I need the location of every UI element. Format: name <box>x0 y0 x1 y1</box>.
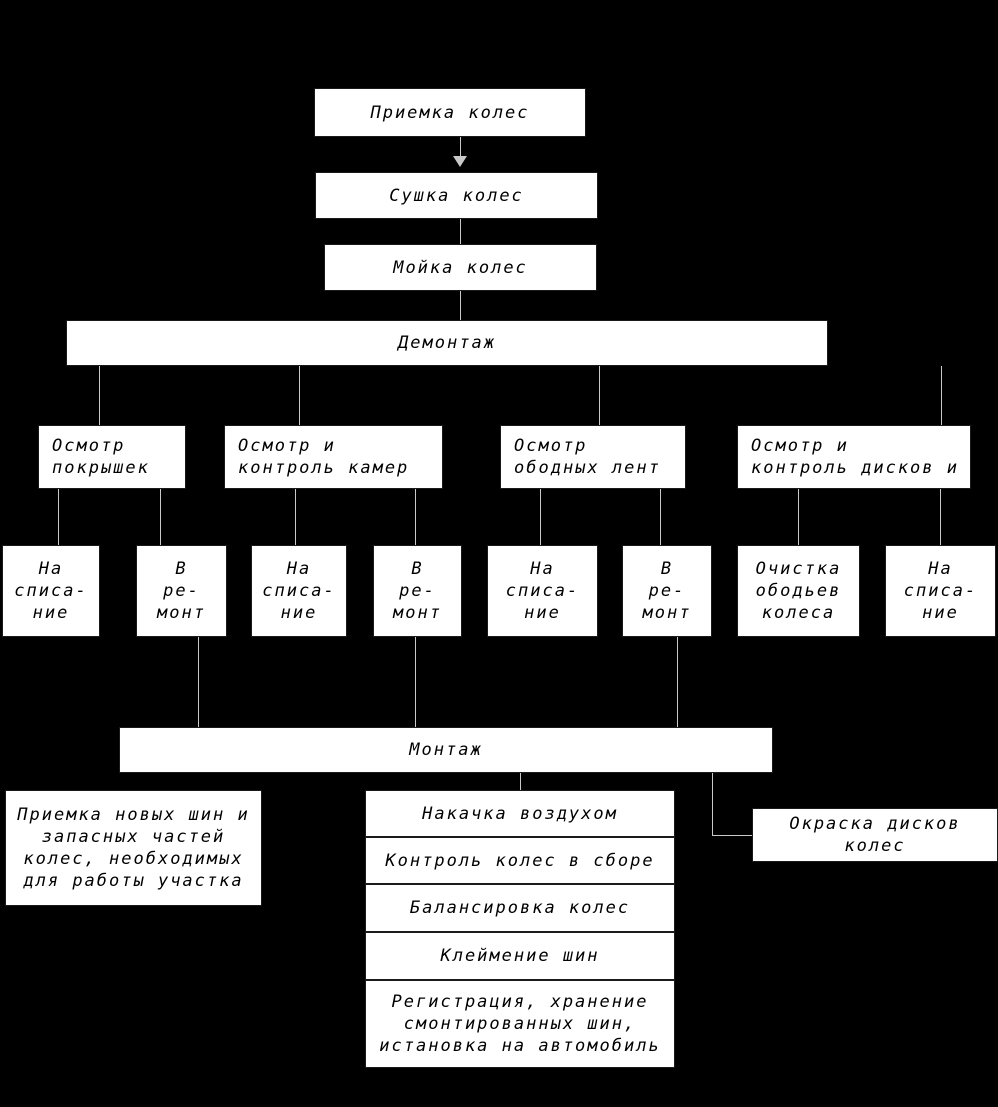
node-osmotr-lent: Осмотр ободных лент <box>500 425 686 489</box>
node-v-remont-3: В ре- монт <box>622 545 712 637</box>
node-na-spisanie-4: На списа- ние <box>885 545 996 637</box>
connector-line <box>160 489 161 546</box>
node-nakachka: Накачка воздухом <box>365 790 675 837</box>
node-okraska-diskov: Окраска дисков колес <box>752 808 998 862</box>
node-osmotr-diskov: Осмотр и контроль дисков и <box>737 425 971 489</box>
connector-line <box>460 137 461 157</box>
node-balansirovka: Балансировка колес <box>365 884 675 932</box>
node-osmotr-kamer: Осмотр и контроль камер <box>224 425 443 489</box>
node-registratsiya: Регистрация, хранение смонтированных шин… <box>365 980 675 1068</box>
node-demontazh: Демонтаж <box>66 320 828 366</box>
connector-line <box>712 773 713 836</box>
connector-line <box>99 366 100 426</box>
node-ochistka-obodev: Очистка ободьев колеса <box>737 545 860 637</box>
connector-line <box>299 366 300 426</box>
connector-line <box>520 773 521 791</box>
node-na-spisanie-1: На списа- ние <box>2 545 100 637</box>
connector-line <box>798 489 799 546</box>
node-v-remont-1: В ре- монт <box>136 545 227 637</box>
connector-line <box>941 366 942 426</box>
node-montazh: Монтаж <box>119 727 773 773</box>
arrow-down-icon <box>453 156 467 167</box>
node-kleimenie: Клеймение шин <box>365 932 675 980</box>
connector-line <box>198 637 199 728</box>
connector-line <box>540 489 541 546</box>
connector-line <box>295 489 296 546</box>
connector-line <box>712 835 754 836</box>
connector-line <box>460 291 461 321</box>
connector-line <box>660 489 661 546</box>
node-kontrol-v-sbore: Контроль колес в сборе <box>365 837 675 884</box>
node-priemka-novyh-shin: Приемка новых шин и запасных частей коле… <box>5 790 262 906</box>
connector-line <box>677 637 678 728</box>
node-na-spisanie-3: На списа- ние <box>487 545 598 637</box>
node-osmotr-pokryshek: Осмотр покрышек <box>38 425 186 489</box>
connector-line <box>460 219 461 245</box>
node-moika-koles: Мойка колес <box>324 244 597 291</box>
node-v-remont-2: В ре- монт <box>373 545 462 637</box>
connector-line <box>599 366 600 426</box>
node-na-spisanie-2: На списа- ние <box>251 545 347 637</box>
node-priemka-koles: Приемка колес <box>314 88 586 137</box>
connector-line <box>940 489 941 546</box>
connector-line <box>415 489 416 546</box>
connector-line <box>58 489 59 546</box>
connector-line <box>415 637 416 728</box>
node-sushka-koles: Сушка колес <box>315 172 598 219</box>
